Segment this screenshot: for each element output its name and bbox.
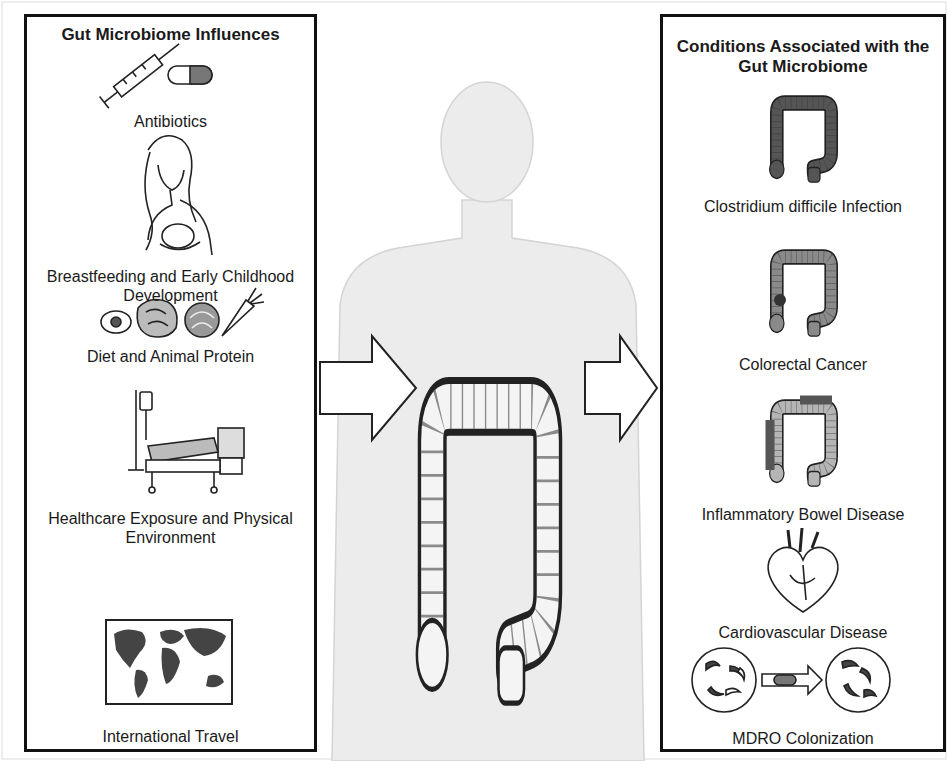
item-label: Antibiotics: [37, 112, 305, 131]
inflamed-segment: [770, 400, 832, 470]
heart-icon: [788, 528, 818, 552]
mdro-icon: [774, 675, 796, 685]
mother-child-icon: [148, 136, 196, 222]
mdro-icon: [726, 688, 740, 695]
colon-icon: [770, 103, 832, 182]
mdro-icon: [726, 668, 745, 695]
mother-child-icon: [145, 136, 212, 255]
mdro-icon: [692, 648, 756, 712]
mdro-icon: [762, 666, 822, 694]
flow-arrow: [320, 336, 416, 440]
hospital-bed-icon: [211, 487, 217, 493]
hospital-bed-icon: [128, 469, 144, 471]
mdro-icon: [706, 661, 876, 697]
world-map-icon: [114, 628, 226, 698]
mdro-icon: [738, 668, 745, 680]
item-label: MDRO Colonization: [672, 729, 934, 748]
food-icons: [185, 303, 219, 337]
hospital-bed-icon: [128, 390, 244, 493]
food-icons: [222, 300, 254, 336]
mdro-icon: [826, 648, 890, 712]
syringe-capsule-icon: [133, 72, 137, 77]
mother-child-icon: [162, 224, 194, 248]
food-icons: [190, 312, 214, 328]
human-silhouette: [441, 82, 533, 202]
mdro-icon: [706, 661, 720, 670]
panel-heading: Conditions Associated with the Gut Micro…: [672, 37, 934, 78]
hospital-bed-icon: [220, 458, 242, 474]
food-icons: [101, 311, 131, 333]
item-label: Diet and Animal Protein: [37, 347, 305, 366]
colon-icon: [770, 407, 832, 486]
hospital-bed-icon: [218, 428, 244, 458]
syringe-capsule-icon: [190, 66, 212, 84]
food-icons: [248, 288, 264, 304]
syringe-capsule-icon: [114, 55, 163, 97]
colon-illustration: [417, 406, 548, 703]
mdro-icon: [842, 661, 858, 668]
hospital-bed-icon: [213, 472, 215, 488]
syringe-capsule-icon: [100, 96, 109, 108]
panel-box: Conditions Associated with the Gut Micro…: [660, 14, 946, 752]
hospital-bed-icon: [151, 472, 153, 488]
food-icons: [111, 317, 121, 327]
hospital-bed-icon: [146, 460, 220, 472]
item-label: Clostridium difficile Infection: [672, 197, 934, 216]
mdro-icon: [692, 648, 890, 712]
item-label: Colorectal Cancer: [672, 355, 934, 374]
mdro-icon: [844, 684, 858, 696]
hospital-bed-icon: [135, 390, 137, 470]
syringe-capsule-icon: [142, 65, 146, 70]
item-label: International Travel: [37, 727, 305, 746]
heart-icon: [768, 528, 838, 612]
item-label: Healthcare Exposure and Physical Environ…: [37, 509, 305, 547]
panel-box: Gut Microbiome InfluencesAntibioticsBrea…: [24, 14, 317, 752]
world-map-icon: [106, 620, 232, 704]
syringe-capsule-icon: [168, 66, 212, 84]
item-label: Cardiovascular Disease: [672, 623, 934, 642]
syringe-capsule-icon: [123, 79, 127, 84]
hospital-bed-icon: [149, 487, 155, 493]
syringe-capsule-icon: [100, 38, 212, 108]
food-icons: [137, 300, 177, 337]
world-map-icon: [160, 630, 184, 644]
tumor-mark: [774, 294, 786, 306]
world-map-icon: [184, 628, 226, 656]
world-map-icon: [106, 620, 232, 704]
hospital-bed-icon: [145, 410, 147, 440]
world-map-icon: [206, 675, 224, 687]
panel-heading: Gut Microbiome Influences: [37, 25, 305, 45]
colon-icon: [770, 257, 832, 336]
world-map-icon: [114, 629, 146, 668]
world-map-icon: [162, 648, 181, 684]
food-icons: [146, 309, 168, 326]
hospital-bed-icon: [140, 392, 152, 410]
heart-icon: [768, 547, 838, 612]
human-silhouette: [332, 200, 644, 761]
mdro-icon: [708, 687, 724, 695]
mdro-icon: [864, 690, 876, 697]
heart-icon: [790, 565, 815, 600]
hospital-bed-icon: [148, 438, 218, 462]
mother-child-icon: [160, 242, 200, 250]
flow-arrow: [585, 336, 657, 440]
syringe-capsule-icon: [104, 92, 117, 102]
item-label: Inflammatory Bowel Disease: [672, 505, 934, 524]
item-label: Breastfeeding and Early Childhood Develo…: [37, 267, 305, 305]
syringe-capsule-icon: [159, 44, 179, 60]
mdro-icon: [860, 668, 870, 682]
world-map-icon: [134, 670, 148, 698]
mother-child-icon: [158, 165, 184, 190]
